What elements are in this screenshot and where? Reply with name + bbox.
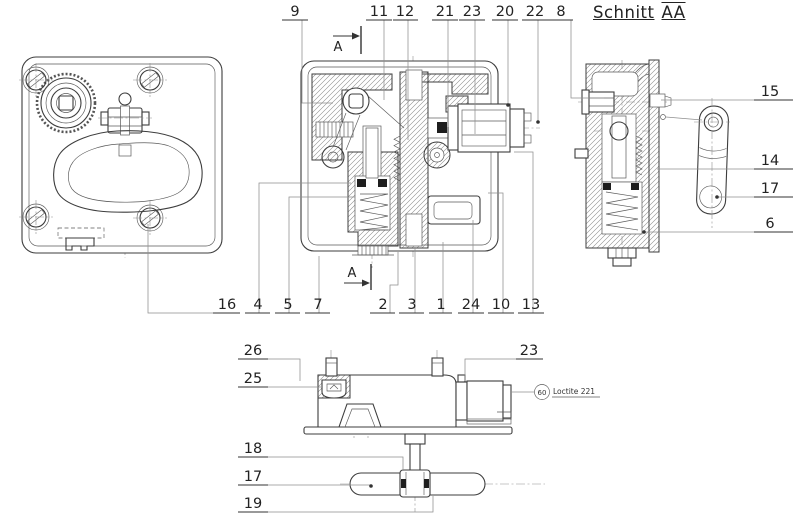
housing-section <box>574 63 672 267</box>
callout-17: 17 <box>244 469 262 485</box>
pivot-shaft-section <box>342 87 370 115</box>
callout-4: 4 <box>253 297 262 313</box>
section-title: Schnitt AA <box>593 3 686 22</box>
callout-19: 19 <box>244 496 262 512</box>
knurled-knob <box>35 72 97 134</box>
callout-26: 26 <box>244 343 262 359</box>
housing-wall-hatch-left <box>311 73 393 161</box>
callout-23: 23 <box>463 4 481 20</box>
callout-24: 24 <box>462 297 480 313</box>
callout-22: 22 <box>526 4 544 20</box>
bottom-latch-feature <box>57 227 105 251</box>
callout-9: 9 <box>290 4 299 20</box>
callout-1: 1 <box>436 297 445 313</box>
note-text: Loctite 221 <box>553 387 595 396</box>
callout-8: 8 <box>556 4 565 20</box>
base-plate <box>303 426 513 435</box>
spring-cartridge <box>347 125 399 256</box>
callout-2: 2 <box>378 297 387 313</box>
handle-bar <box>349 469 486 498</box>
solenoid-assembly <box>427 95 532 153</box>
leader-line-18 <box>268 456 404 471</box>
loctite-note: 60 Loctite 221 <box>511 384 600 400</box>
section-title-prefix: Schnitt <box>593 3 655 22</box>
callout-6: 6 <box>765 216 774 232</box>
callout-21: 21 <box>436 4 454 20</box>
mounting-plate-section <box>648 59 660 253</box>
bearing-roller <box>423 141 451 169</box>
callout-23: 23 <box>520 343 538 359</box>
callout-25: 25 <box>244 371 262 387</box>
callout-16: 16 <box>218 297 236 313</box>
leader-line-2 <box>389 252 399 313</box>
pivot-pin-end <box>660 114 666 120</box>
leader-line-13 <box>514 151 534 313</box>
handle-pivot-bracket <box>98 92 152 136</box>
front-view <box>18 56 223 258</box>
callout-14: 14 <box>761 153 779 169</box>
leader-dot-17 <box>715 195 719 199</box>
callout-17: 17 <box>761 181 779 197</box>
bail-handle <box>53 130 203 213</box>
set-screw <box>649 93 666 108</box>
leader-line-10 <box>488 192 504 313</box>
callout-13: 13 <box>522 297 540 313</box>
threaded-pin <box>315 121 354 138</box>
leader-line-8 <box>570 20 604 99</box>
section-title-name: AA <box>661 3 686 22</box>
mounting-studs <box>325 357 444 377</box>
leader-line-23 <box>464 358 516 381</box>
bottom-assembly-view: 60 Loctite 221 <box>303 350 600 512</box>
output-shaft <box>404 433 426 474</box>
section-cut-mark-top: A <box>333 26 362 55</box>
callout-7: 7 <box>313 297 322 313</box>
section-view-front: A A <box>300 26 540 290</box>
callout-5: 5 <box>283 297 292 313</box>
section-arrow-letter-top: A <box>334 40 343 55</box>
callout-18: 18 <box>244 441 262 457</box>
solenoid-side-view <box>455 374 512 425</box>
leader-line-4 <box>258 182 351 313</box>
side-pin <box>574 148 589 159</box>
screw-boss <box>321 145 345 169</box>
leader-line-9 <box>301 20 333 104</box>
front-rib <box>338 403 382 428</box>
section-arrow-letter-bottom: A <box>348 266 357 281</box>
callout-3: 3 <box>407 297 416 313</box>
leader-line-19 <box>268 496 434 513</box>
leader-dot-20 <box>506 103 510 107</box>
callout-20: 20 <box>496 4 514 20</box>
callout-11: 11 <box>370 4 388 20</box>
latch-bracket <box>317 374 351 399</box>
latch-block <box>427 195 481 225</box>
leader-dot-17 <box>369 484 373 488</box>
callout-10: 10 <box>492 297 510 313</box>
callout-15: 15 <box>761 84 779 100</box>
leader-line-16 <box>147 224 213 314</box>
callout-12: 12 <box>396 4 414 20</box>
leader-line-5 <box>288 196 355 313</box>
leader-dot-6 <box>642 230 646 234</box>
note-bubble-circle <box>534 384 550 400</box>
section-cut-mark-bottom: A <box>344 264 372 290</box>
leader-line-26 <box>268 358 301 381</box>
section-view-aa <box>574 59 730 268</box>
note-bubble-number: 60 <box>538 389 547 397</box>
leader-dot-22 <box>536 120 540 124</box>
